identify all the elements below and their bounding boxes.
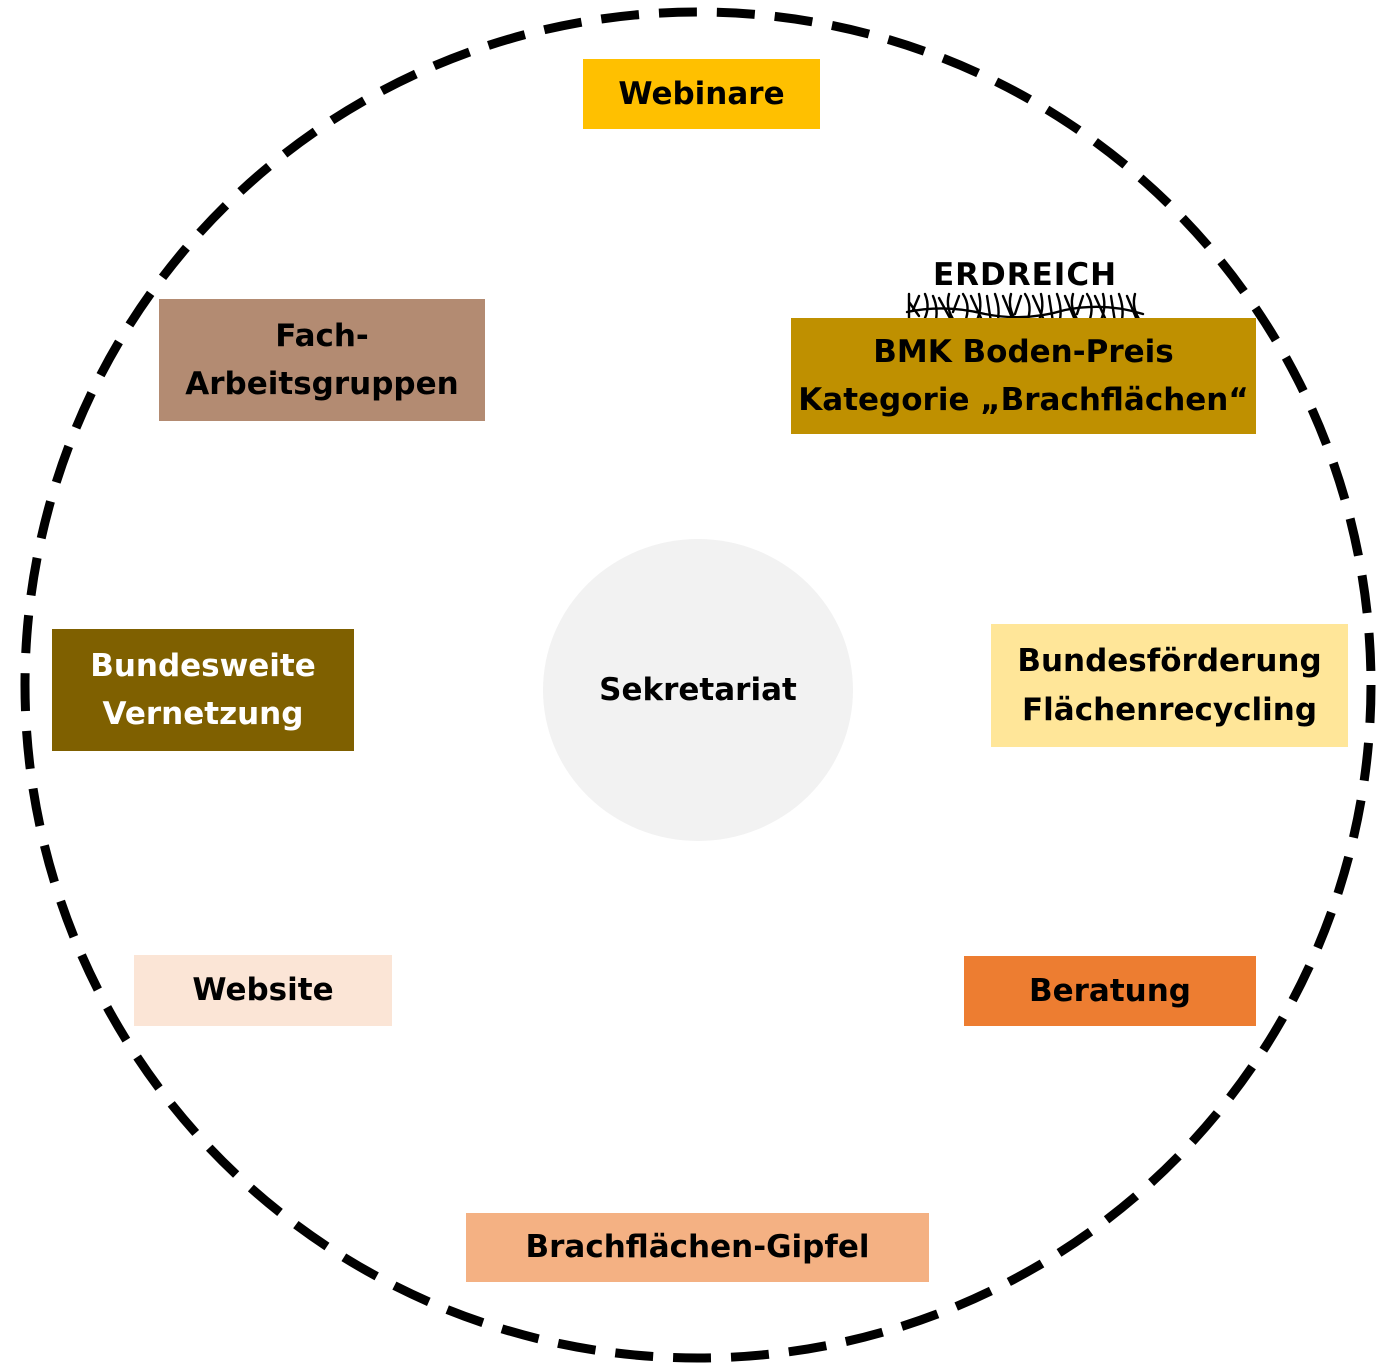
box-fach-arbeitsgruppen: Fach- Arbeitsgruppen xyxy=(159,299,485,421)
box-bundesweite-vernetzung: Bundesweite Vernetzung xyxy=(52,629,354,751)
box-webinare: Webinare xyxy=(583,59,820,129)
box-website: Website xyxy=(134,955,392,1026)
box-boden-preis-line-2: Kategorie „Brachflächen“ xyxy=(798,382,1249,418)
box-bundesweite-vernetzung-line-1: Bundesweite xyxy=(90,647,316,684)
erdreich-logo: ERDREICH xyxy=(905,258,1145,328)
box-bundesfoerderung-line-2: Flächenrecycling xyxy=(1021,691,1318,728)
box-bundesfoerderung-line-1: Bundesförderung xyxy=(1017,643,1322,680)
box-boden-preis: BMK Boden-Preis Kategorie „Brachflächen“ xyxy=(791,318,1256,434)
box-brachflaechen-gipfel-line-1: Brachflächen-Gipfel xyxy=(525,1229,870,1266)
box-brachflaechen-gipfel: Brachflächen-Gipfel xyxy=(466,1213,929,1282)
hub-sekretariat: Sekretariat xyxy=(543,539,853,841)
box-bundesfoerderung: Bundesförderung Flächenrecycling xyxy=(991,624,1348,747)
erdreich-logo-wordmark: ERDREICH xyxy=(932,257,1118,293)
dashed-outer-ring xyxy=(20,7,1376,1363)
box-webinare-line-1: Webinare xyxy=(618,75,785,112)
erdreich-roots-icon xyxy=(905,292,1145,328)
box-fach-arbeitsgruppen-line-2: Arbeitsgruppen xyxy=(185,366,459,402)
hub-label: Sekretariat xyxy=(599,672,797,708)
box-fach-arbeitsgruppen-line-1: Fach- xyxy=(275,317,369,354)
box-website-line-1: Website xyxy=(192,972,334,1009)
box-boden-preis-line-1: BMK Boden-Preis xyxy=(873,333,1174,370)
box-beratung: Beratung xyxy=(964,956,1256,1026)
box-bundesweite-vernetzung-line-2: Vernetzung xyxy=(102,696,304,732)
box-beratung-line-1: Beratung xyxy=(1028,972,1191,1009)
